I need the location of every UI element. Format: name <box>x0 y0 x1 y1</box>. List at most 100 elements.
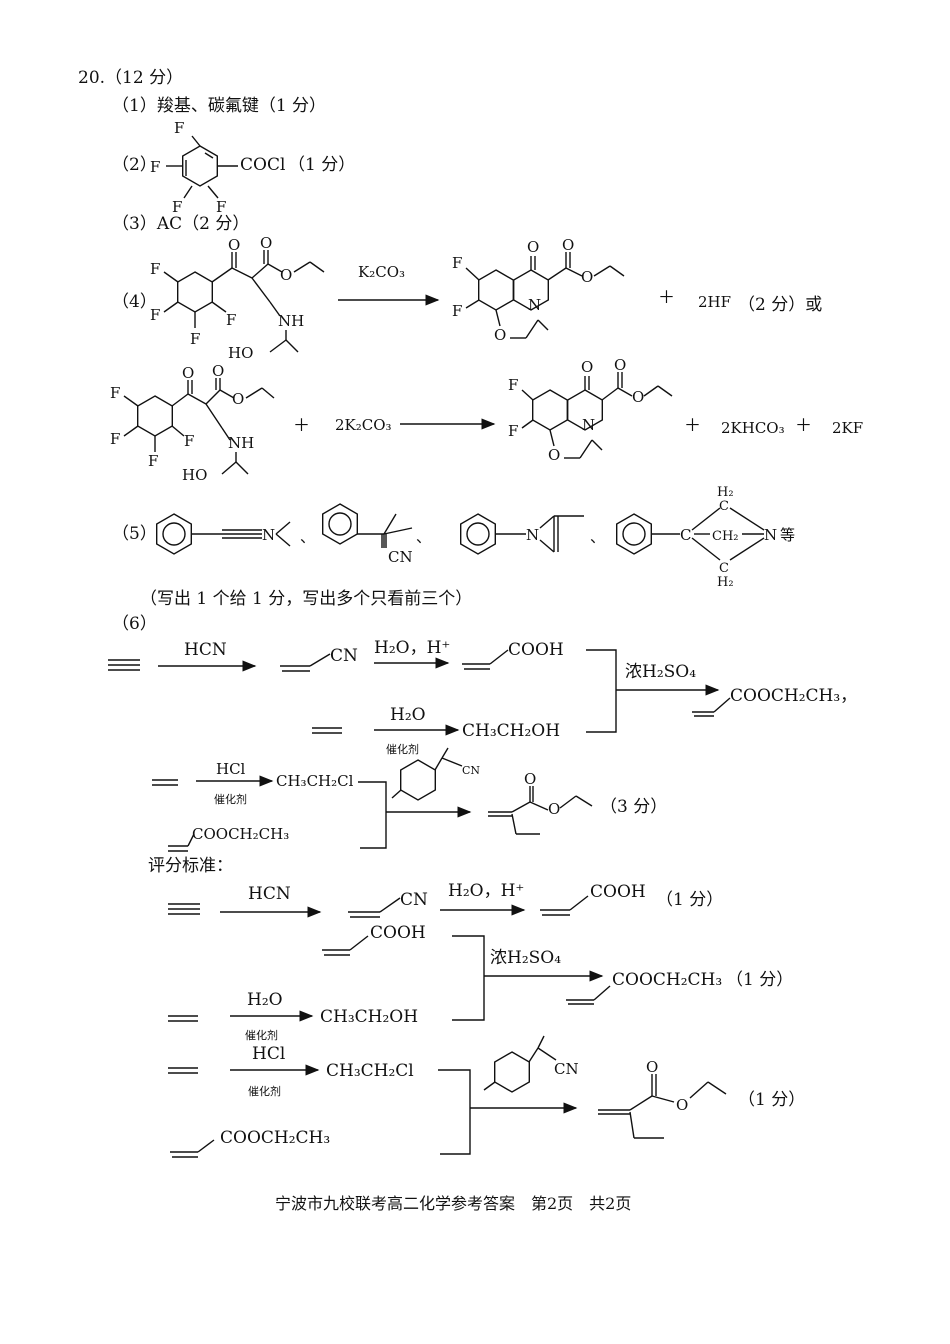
svg-text:CH₂: CH₂ <box>712 529 739 544</box>
isomer-1: N <box>155 513 291 555</box>
ester-reactant: COOCH₂CH₃ <box>220 1128 331 1148</box>
svg-text:N: N <box>764 526 777 544</box>
part6-route: CN O O <box>108 649 731 852</box>
svg-text:CN: CN <box>554 1060 579 1078</box>
k2co3-reagent: K₂CO₃ <box>358 263 406 281</box>
hcn-reagent: HCN <box>248 884 291 904</box>
svg-text:F: F <box>150 306 160 324</box>
tetrafluorobenzoyl-chloride: F F F F <box>150 119 238 216</box>
svg-text:F: F <box>216 198 226 216</box>
part6-number: （6） <box>112 614 157 634</box>
part4-score: （2 分）或 <box>738 295 823 315</box>
ethyl-chloride: CH₃CH₂Cl <box>276 772 354 790</box>
svg-text:O: O <box>228 236 240 254</box>
svg-text:O: O <box>212 362 224 380</box>
bracket-icon <box>452 935 485 1021</box>
svg-text:F: F <box>452 302 462 320</box>
svg-text:N: N <box>262 526 275 544</box>
part1-answer: （1）羧基、碳氟键（1 分） <box>112 96 327 116</box>
svg-text:HO: HO <box>182 466 207 484</box>
separator: 、 <box>416 528 431 546</box>
hcn-reagent: HCN <box>184 640 227 660</box>
part2-number: （2） <box>112 155 157 175</box>
svg-text:O: O <box>548 446 560 464</box>
part4-reactant: F F F F O O O NH HO <box>150 234 325 362</box>
hcl-reagent: HCl <box>216 760 246 778</box>
ester-reactant: COOCH₂CH₃ <box>192 825 290 843</box>
svg-text:F: F <box>190 330 200 348</box>
score-1: （1 分） <box>726 970 794 990</box>
separator: 、 <box>300 528 315 546</box>
score-1: （1 分） <box>738 1090 806 1110</box>
svg-text:F: F <box>172 198 182 216</box>
acid-cooh: COOH <box>370 923 426 943</box>
isomer-4: C CH₂ H₂ C C H₂ N <box>616 485 777 590</box>
benzene-ring-icon <box>322 503 358 545</box>
svg-text:O: O <box>232 390 244 408</box>
svg-text:F: F <box>226 311 236 329</box>
svg-text:C: C <box>680 526 691 544</box>
plus-sign: ＋ <box>795 416 812 436</box>
grading-route: CN O O <box>168 895 727 1158</box>
isomer-3: N <box>460 513 584 555</box>
part4-number: （4） <box>112 292 157 312</box>
svg-text:F: F <box>452 254 462 272</box>
catalyst-label: 催化剂 <box>386 743 419 756</box>
2k2co3-reagent: 2K₂CO₃ <box>335 416 392 434</box>
svg-text:O: O <box>581 268 593 286</box>
nitrile-cn: CN <box>400 890 428 910</box>
svg-text:O: O <box>562 236 574 254</box>
ethanol: CH₃CH₂OH <box>462 721 561 741</box>
part2-cocl: COCl <box>240 155 286 175</box>
ester-product: COOCH₂CH₃， <box>730 686 858 706</box>
plus-sign: ＋ <box>293 416 310 436</box>
khco3-product: 2KHCO₃ <box>721 419 785 437</box>
conc-h2so4: 浓H₂SO₄ <box>625 662 697 682</box>
h2o-h-reagent: H₂O，H⁺ <box>448 881 525 901</box>
svg-text:HO: HO <box>228 344 253 362</box>
svg-text:F: F <box>508 376 518 394</box>
plus-sign: ＋ <box>658 288 675 308</box>
svg-text:O: O <box>527 238 539 256</box>
benzene-ring-icon <box>155 513 193 555</box>
etc-label: 等 <box>780 526 796 544</box>
page-footer: 宁波市九校联考高二化学参考答案 第2页 共2页 <box>275 1194 632 1213</box>
svg-text:N: N <box>526 526 539 544</box>
svg-text:O: O <box>260 234 272 252</box>
ethyl-chloride: CH₃CH₂Cl <box>326 1061 414 1081</box>
hcl-reagent: HCl <box>252 1044 286 1064</box>
svg-text:O: O <box>548 800 560 818</box>
part4-alt-reactant: F F F F O O O NH HO <box>110 362 275 484</box>
part5-note: （写出 1 个给 1 分，写出多个只看前三个） <box>140 589 473 609</box>
svg-text:N: N <box>528 296 541 314</box>
ethanol: CH₃CH₂OH <box>320 1007 419 1027</box>
catalyst-label: 催化剂 <box>214 793 247 806</box>
conc-h2so4: 浓H₂SO₄ <box>490 948 562 968</box>
plus-sign: ＋ <box>684 416 701 436</box>
svg-text:O: O <box>182 364 194 382</box>
svg-text:C: C <box>719 499 729 514</box>
svg-text:O: O <box>581 358 593 376</box>
svg-text:O: O <box>524 770 536 788</box>
question-label: 20.（12 分） <box>78 68 184 88</box>
svg-text:O: O <box>614 356 626 374</box>
svg-text:NH: NH <box>228 434 254 452</box>
acid-cooh: COOH <box>590 882 646 902</box>
kf-product: 2KF <box>832 419 864 437</box>
svg-text:F: F <box>148 452 158 470</box>
svg-text:C: C <box>719 561 729 576</box>
svg-text:H₂: H₂ <box>717 575 734 590</box>
score-1: （1 分） <box>656 890 724 910</box>
part4-alt-product: F F O O O O N <box>508 356 673 464</box>
svg-text:F: F <box>174 119 184 137</box>
part6-score: （3 分） <box>600 797 668 817</box>
svg-text:F: F <box>184 432 194 450</box>
bracket-icon <box>586 649 617 733</box>
bracket-icon <box>358 781 387 849</box>
h2o-reagent: H₂O <box>247 990 283 1010</box>
svg-text:H₂: H₂ <box>717 485 734 500</box>
part2-score: （1 分） <box>288 155 356 175</box>
svg-text:NH: NH <box>278 312 304 330</box>
